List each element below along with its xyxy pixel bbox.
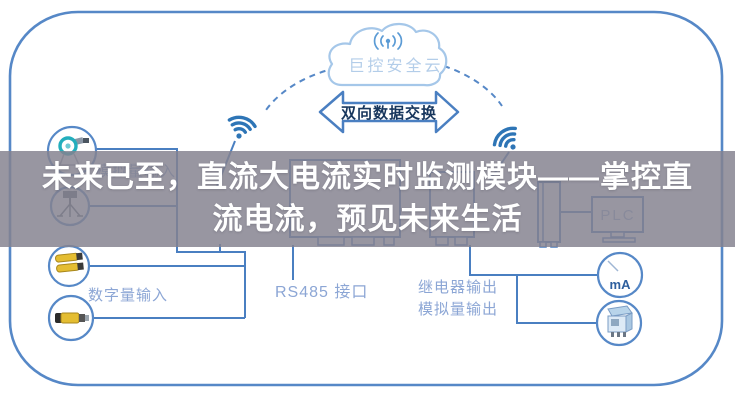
cloud-label: 巨控安全云: [348, 57, 443, 75]
ma-label: mA: [610, 277, 632, 292]
relay-output-label: 继电器输出: [418, 279, 498, 296]
headline-line1: 未来已至，直流大电流实时监测模块——掌控直: [42, 161, 693, 194]
pressure-sensor-icon: [58, 136, 89, 166]
ma-meter-icon: [596, 251, 644, 299]
cloud-icon: [327, 22, 448, 87]
wire-output-relay: [516, 275, 597, 324]
exchange-arrow-label: 双向数据交换: [341, 104, 437, 122]
digital-input-label: 数字量输入: [88, 287, 168, 304]
rs485-label: RS485 接口: [275, 283, 368, 301]
relay-icon: [607, 305, 633, 337]
photoelectric-sensor-icon: [55, 252, 84, 273]
exchange-arrow-banner: [318, 90, 460, 134]
wire-left-upper: [96, 148, 246, 318]
wifi-broadcast-icon: [373, 32, 403, 50]
wifi-signal-left-icon: [227, 115, 257, 139]
dashed-link-left: [265, 67, 337, 111]
wire-output-ma: [469, 245, 598, 276]
headline-line2: 流电流，预见未来生活: [212, 203, 523, 236]
analog-output-label: 模拟量输出: [418, 301, 498, 318]
proximity-sensor-icon: [55, 312, 89, 324]
dashed-link-right: [443, 65, 503, 107]
headline-overlay: 未来已至，直流大电流实时监测模块——掌控直 流电流，预见未来生活: [0, 151, 735, 247]
wifi-signal-right-icon: [492, 126, 517, 150]
meter-needle: [607, 260, 619, 272]
